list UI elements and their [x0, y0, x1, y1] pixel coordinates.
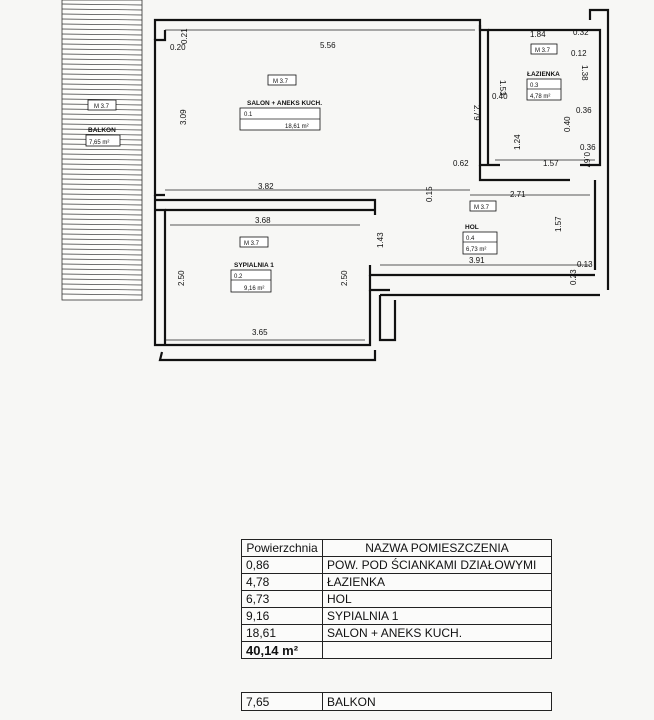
- room-label-salon: M 3.7 SALON + ANEKS KUCH. 0.1 18,61 m²: [239, 74, 322, 131]
- dim-syp-bottom: 3.65: [252, 328, 268, 337]
- walls: [153, 8, 610, 362]
- dim-syp-right: 2.50: [340, 270, 349, 286]
- header-area: Powierzchnia: [241, 539, 323, 557]
- dim-hol-height: 1.43: [376, 232, 385, 248]
- dim-hol-small-1: 0.15: [425, 186, 434, 202]
- dimension-labels: 5.56 0.20 0.21 3.09 2.79 3.82 0.62 1.84 …: [170, 28, 596, 337]
- balcony-name: BALKON: [322, 692, 552, 711]
- dim-hol-width: 2.71: [510, 190, 526, 199]
- total-area: 40,14 m²: [241, 641, 323, 659]
- svg-text:6,73 m²: 6,73 m²: [466, 247, 486, 253]
- dim-laz-small-1: 0.32: [573, 28, 589, 37]
- svg-text:BALKON: BALKON: [88, 127, 116, 134]
- svg-text:0.1: 0.1: [244, 112, 253, 118]
- dim-hol-bottom: 3.91: [469, 256, 485, 265]
- room-label-balkon: M 3.7 BALKON 7,65 m²: [85, 99, 121, 147]
- svg-text:7,65 m²: 7,65 m²: [89, 140, 109, 146]
- dim-hol-left: 1.24: [513, 134, 522, 150]
- svg-text:SALON + ANEKS KUCH.: SALON + ANEKS KUCH.: [247, 100, 322, 107]
- dim-salon-small-1: 0.20: [170, 43, 186, 52]
- table-row: 0,86 POW. POD ŚCIANKAMI DZIAŁOWYMI: [241, 556, 552, 574]
- dim-salon-small-2: 0.21: [180, 28, 189, 44]
- dim-laz-small-4: 0.36: [576, 106, 592, 115]
- dim-laz-small-2: 0.12: [571, 49, 587, 58]
- svg-text:M 3.7: M 3.7: [273, 79, 289, 85]
- svg-text:M 3.7: M 3.7: [474, 205, 490, 211]
- dim-laz-top: 1.84: [530, 30, 546, 39]
- dim-salon-bottom-right: 0.62: [453, 159, 469, 168]
- svg-text:18,61 m²: 18,61 m²: [285, 124, 309, 130]
- dim-laz-right: 1.38: [580, 65, 589, 81]
- svg-text:4,78 m²: 4,78 m²: [530, 94, 550, 100]
- table-row: 18,61 SALON + ANEKS KUCH.: [241, 624, 552, 642]
- room-label-sypialnia: M 3.7 SYPIALNIA 1 0.2 9,16 m²: [230, 236, 274, 293]
- room-label-hol: M 3.7 HOL 0.4 6,73 m²: [462, 200, 498, 255]
- dim-hol-small-2: 0.13: [577, 260, 593, 269]
- svg-text:M 3.7: M 3.7: [94, 104, 110, 110]
- dim-salon-right: 2.79: [472, 105, 481, 121]
- floor-plan: 5.56 0.20 0.21 3.09 2.79 3.82 0.62 1.84 …: [61, 0, 610, 362]
- dim-laz-small-3: 0.40: [492, 92, 508, 101]
- dim-syp-left: 2.50: [177, 270, 186, 286]
- dim-laz-left: 1.53: [498, 80, 507, 96]
- svg-text:HOL: HOL: [465, 224, 479, 231]
- svg-text:ŁAZIENKA: ŁAZIENKA: [527, 71, 560, 78]
- area-table: Powierzchnia NAZWA POMIESZCZENIA 0,86 PO…: [241, 539, 552, 659]
- dim-laz-small-7: 0.67: [582, 152, 591, 168]
- svg-text:9,16 m²: 9,16 m²: [244, 286, 264, 292]
- dim-syp-top: 3.68: [255, 216, 271, 225]
- balcony-area: 7,65: [241, 692, 323, 711]
- dim-salon-bottom-left: 3.82: [258, 182, 274, 191]
- table-row: 4,78 ŁAZIENKA: [241, 573, 552, 591]
- table-row: 6,73 HOL: [241, 590, 552, 608]
- table-row: 9,16 SYPIALNIA 1: [241, 607, 552, 625]
- table-total-row: 40,14 m²: [241, 641, 552, 659]
- svg-text:SYPIALNIA 1: SYPIALNIA 1: [234, 262, 274, 269]
- dim-laz-small-6: 0.36: [580, 143, 596, 152]
- balcony-table: 7,65 BALKON: [241, 692, 552, 711]
- dim-laz-bottom: 1.57: [543, 159, 559, 168]
- room-label-lazienka: M 3.7 ŁAZIENKA 0.3 4,78 m²: [526, 43, 562, 101]
- svg-text:M 3.7: M 3.7: [535, 48, 551, 54]
- dim-salon-depth: 3.09: [179, 109, 188, 125]
- dim-hol-right: 1.57: [554, 216, 563, 232]
- table-header-row: Powierzchnia NAZWA POMIESZCZENIA: [241, 539, 552, 557]
- balcony-hatch: [61, 0, 143, 301]
- svg-text:M 3.7: M 3.7: [244, 241, 260, 247]
- dim-laz-small-5: 0.40: [563, 116, 572, 132]
- svg-text:0.4: 0.4: [466, 236, 475, 242]
- svg-text:0.3: 0.3: [530, 83, 539, 89]
- header-room-name: NAZWA POMIESZCZENIA: [322, 539, 552, 557]
- svg-text:0.2: 0.2: [234, 274, 243, 280]
- dim-hol-small-3: 0.23: [569, 269, 578, 285]
- table-row: 7,65 BALKON: [241, 692, 552, 711]
- dim-salon-width: 5.56: [320, 41, 336, 50]
